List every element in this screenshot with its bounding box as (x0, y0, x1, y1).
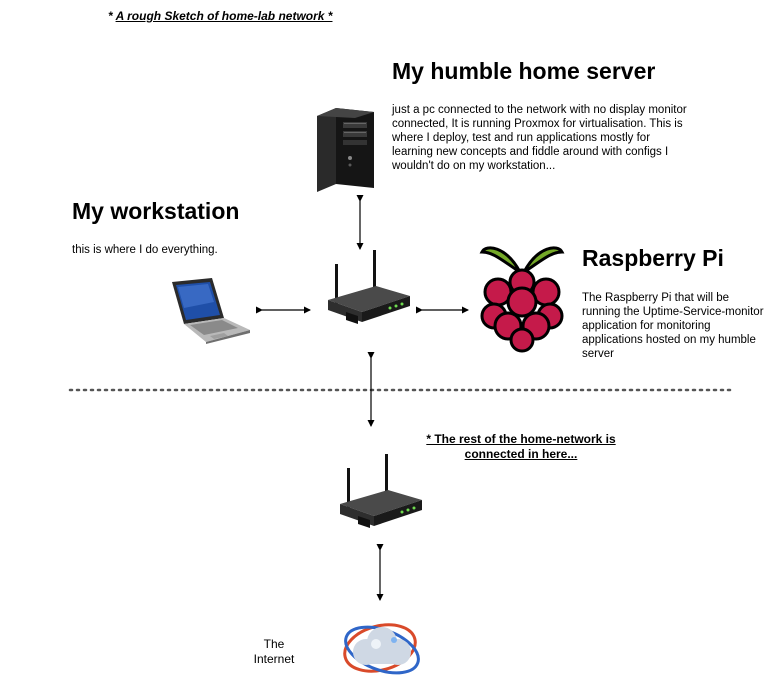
diagram-caption: * A rough Sketch of home-lab network * (108, 9, 332, 23)
raspberry-description: The Raspberry Pi that will be running th… (582, 292, 764, 360)
server-title: My humble home server (392, 58, 656, 84)
network-note-line2: connected in here... (464, 446, 578, 461)
internet-label-line1: The (263, 637, 285, 651)
server-description: just a pc connected to the network with … (392, 104, 687, 172)
internet-cloud-icon (343, 623, 420, 675)
workstation-description: this is where I do everything. (72, 244, 218, 256)
network-note-line1: * The rest of the home-network is (426, 432, 616, 446)
server-tower-icon (317, 108, 374, 192)
internet-label-line2: Internet (253, 651, 295, 666)
caption-text: A rough Sketch of home-lab network * (115, 9, 333, 23)
laptop-icon (172, 278, 250, 344)
raspberry-pi-logo-icon (479, 246, 565, 353)
caption-star: * (108, 9, 116, 23)
raspberry-title: Raspberry Pi (582, 245, 724, 271)
wifi-router-icon-top (328, 250, 410, 324)
internet-label: The Internet (244, 637, 304, 666)
workstation-title: My workstation (72, 198, 240, 224)
network-note: * The rest of the home-network is connec… (415, 432, 627, 461)
wifi-router-icon-bottom (340, 454, 422, 528)
